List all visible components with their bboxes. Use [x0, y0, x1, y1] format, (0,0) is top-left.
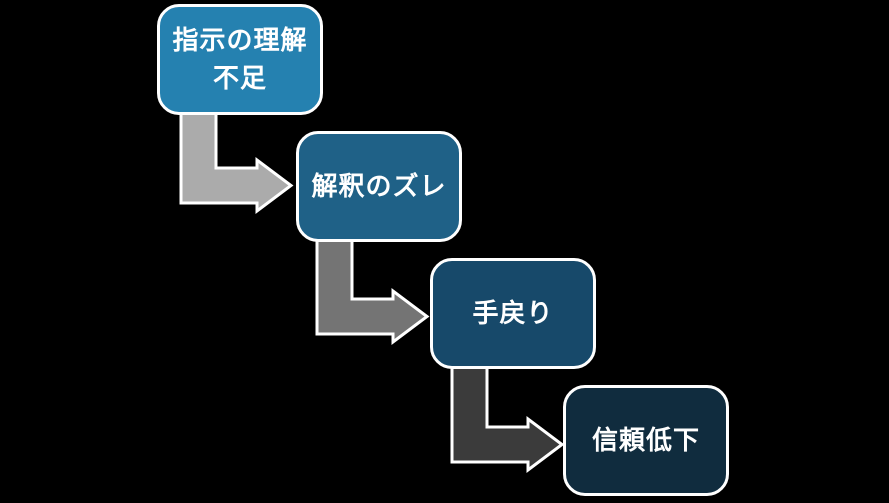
elbow-arrow-3 [450, 365, 565, 473]
step-label-3: 手戻り [472, 297, 554, 328]
step-label-4: 信頼低下 [591, 424, 700, 455]
elbow-arrow-2 [315, 238, 430, 345]
step-box-2: 解釈のズレ [296, 131, 462, 242]
elbow-arrow-1 [179, 109, 294, 214]
step-label-1: 指示の理解 不足 [172, 24, 308, 93]
step-box-4: 信頼低下 [563, 385, 729, 496]
step-box-1: 指示の理解 不足 [157, 4, 323, 115]
step-label-2: 解釈のズレ [311, 170, 447, 201]
step-box-3: 手戻り [430, 258, 596, 369]
